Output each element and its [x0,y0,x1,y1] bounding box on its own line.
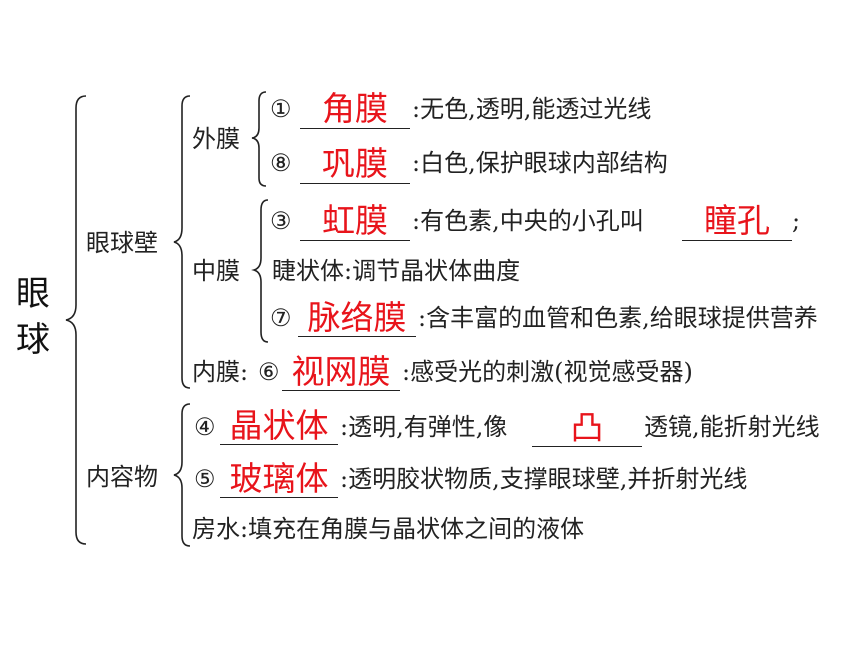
answer-underline [300,128,410,129]
sclera-description: :白色,保护眼球内部结构 [412,149,668,177]
eye-wall-brace [173,95,191,389]
item-number: ⑤ [194,465,216,493]
root-brace [65,95,87,545]
iris-description: :有色素,中央的小孔叫 [412,207,644,235]
choroid-description: :含丰富的血管和色素,给眼球提供营养 [418,304,818,332]
contents-brace [173,403,191,547]
cornea-description: :无色,透明,能透过光线 [412,95,652,123]
item-number: ⑥ [258,358,280,386]
item-number: ③ [270,207,292,235]
ciliary-body-text: 睫状体:调节晶状体曲度 [272,257,521,285]
answer-underline [298,336,416,337]
answer-underline [682,240,792,241]
item-number: ⑦ [270,304,292,332]
vitreous-description: :透明胶状物质,支撑眼球壁,并折射光线 [340,465,748,493]
lens-description-end: 透镜,能折射光线 [644,413,820,441]
answer-underline [220,444,338,445]
answer-underline [532,446,642,447]
middle-membrane-label: 中膜 [192,257,240,285]
answer-pupil: 瞳孔 [704,201,770,240]
answer-underline [300,183,410,184]
retina-description: :感受光的刺激(视觉感受器) [402,358,693,386]
item-number: ④ [194,413,216,441]
answer-underline [300,240,410,241]
inner-membrane-label: 内膜: [192,358,249,386]
aqueous-humor-text: 房水:填充在角膜与晶状体之间的液体 [192,515,585,543]
eye-wall-label: 眼球壁 [86,229,158,257]
answer-convex: 凸 [570,408,604,447]
iris-end-mark: ; [792,207,801,235]
answer-underline [282,390,400,391]
answer-sclera: 巩膜 [322,144,388,183]
answer-iris: 虹膜 [322,201,388,240]
root-label-line2: 球 [16,320,50,360]
item-number: ⑧ [270,149,292,177]
lens-description: :透明,有弹性,像 [340,413,508,441]
root-label-line1: 眼 [16,274,50,314]
outer-membrane-label: 外膜 [192,125,240,153]
outer-membrane-brace [251,91,267,187]
item-number: ① [270,95,292,123]
answer-retina: 视网膜 [291,352,391,391]
answer-underline [220,497,338,498]
answer-cornea: 角膜 [322,89,388,128]
answer-choroid: 脉络膜 [307,298,407,337]
contents-label: 内容物 [86,463,158,491]
answer-vitreous: 玻璃体 [229,459,329,498]
answer-lens: 晶状体 [229,406,329,445]
middle-membrane-brace [251,199,269,343]
